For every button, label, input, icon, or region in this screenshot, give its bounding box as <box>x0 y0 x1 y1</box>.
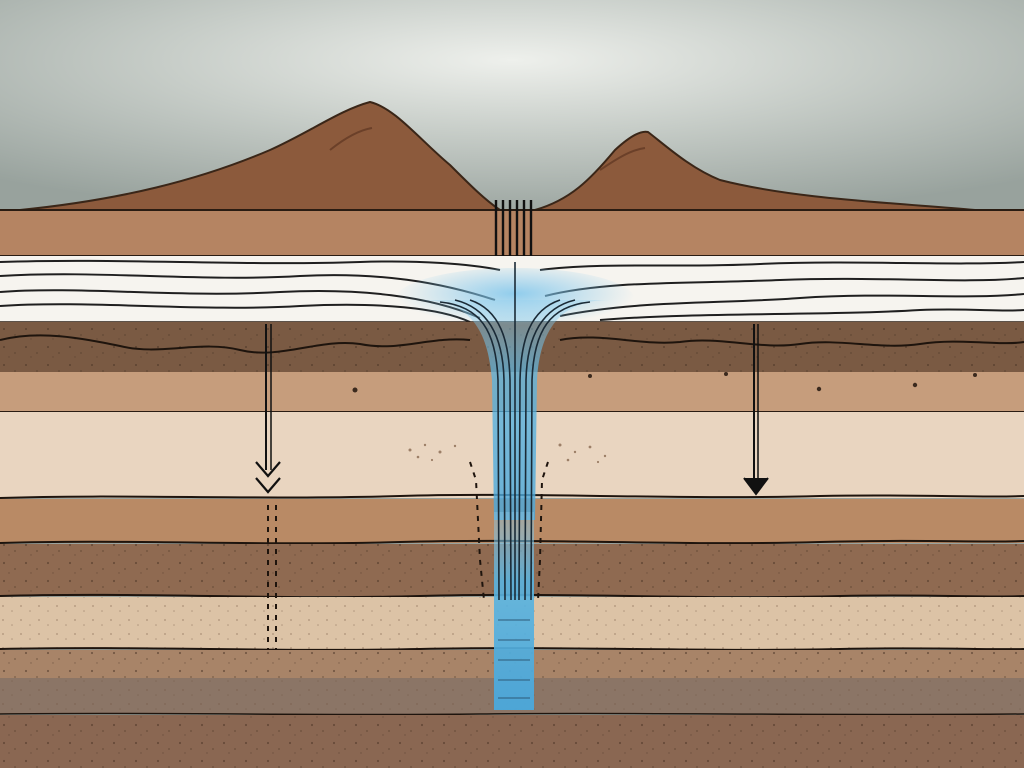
mounds <box>19 100 976 211</box>
water-flow <box>395 262 635 710</box>
sky <box>0 0 1024 215</box>
layer-topsoil <box>0 210 1024 256</box>
down-arrow-icon <box>743 324 769 496</box>
water-column <box>494 512 534 710</box>
down-arrow-icon <box>255 324 281 494</box>
left-mound <box>19 100 504 211</box>
dashed-lines <box>267 461 549 650</box>
right-mound <box>534 130 976 211</box>
well-casing <box>494 200 533 256</box>
